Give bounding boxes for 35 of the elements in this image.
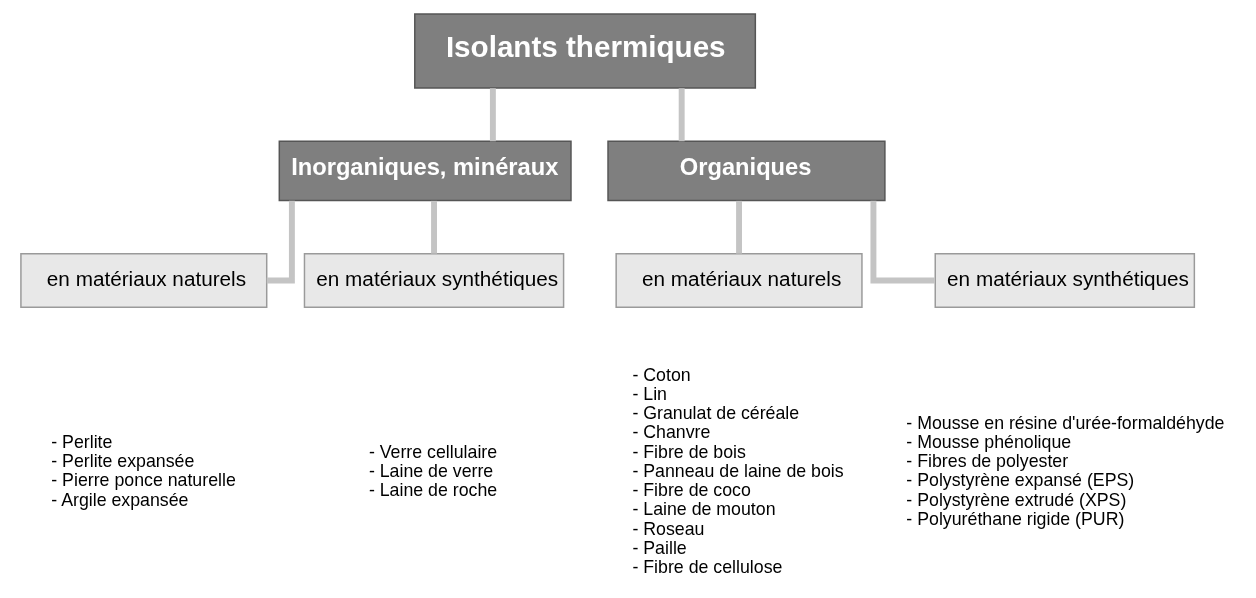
node-label: - Mousse en résine d'urée-formaldéhyde <box>906 412 1225 433</box>
node-label: - Roseau <box>632 518 705 539</box>
connector <box>678 88 685 142</box>
node-box: en matériaux synthétiques <box>934 253 1196 308</box>
node-label: - Fibre de coco <box>632 480 751 501</box>
node-label: - Fibre de cellulose <box>632 557 783 578</box>
connector <box>736 200 742 254</box>
node-box: Isolants thermiques <box>414 13 757 89</box>
node-label: - Coton <box>632 364 691 385</box>
node-label: - Paille <box>632 537 687 558</box>
node-label: - Panneau de laine de bois <box>632 460 844 481</box>
connector <box>489 88 496 142</box>
node-label: - Mousse phénolique <box>906 431 1072 452</box>
node-box: en matériaux naturels <box>20 253 268 308</box>
node-label: - Perlite expansée <box>51 451 195 472</box>
node-label: - Verre cellulaire <box>368 441 498 462</box>
node-box: en matériaux synthétiques <box>303 253 565 308</box>
connector <box>431 200 437 254</box>
node-label: - Polystyrène extrudé (XPS) <box>906 489 1127 510</box>
node-label: - Laine de verre <box>368 460 494 481</box>
node-label: - Pierre ponce naturelle <box>51 470 236 491</box>
node-label: - Laine de roche <box>368 480 498 501</box>
node-box: Inorganiques, minéraux <box>278 140 572 202</box>
node-label: - Laine de mouton <box>632 499 776 520</box>
node-box: en matériaux naturels <box>615 253 863 308</box>
node-box: Organiques <box>607 140 886 202</box>
node-label: - Fibres de polyester <box>906 451 1069 472</box>
node-label: - Chanvre <box>632 422 711 443</box>
node-label: - Polystyrène expansé (EPS) <box>906 470 1135 491</box>
connector <box>870 200 936 284</box>
node-label: - Lin <box>632 383 667 404</box>
node-label: - Perlite <box>51 431 113 452</box>
node-label: - Granulat de céréale <box>632 403 800 424</box>
node-label: - Fibre de bois <box>632 441 746 462</box>
node-label: - Argile expansée <box>51 489 189 510</box>
